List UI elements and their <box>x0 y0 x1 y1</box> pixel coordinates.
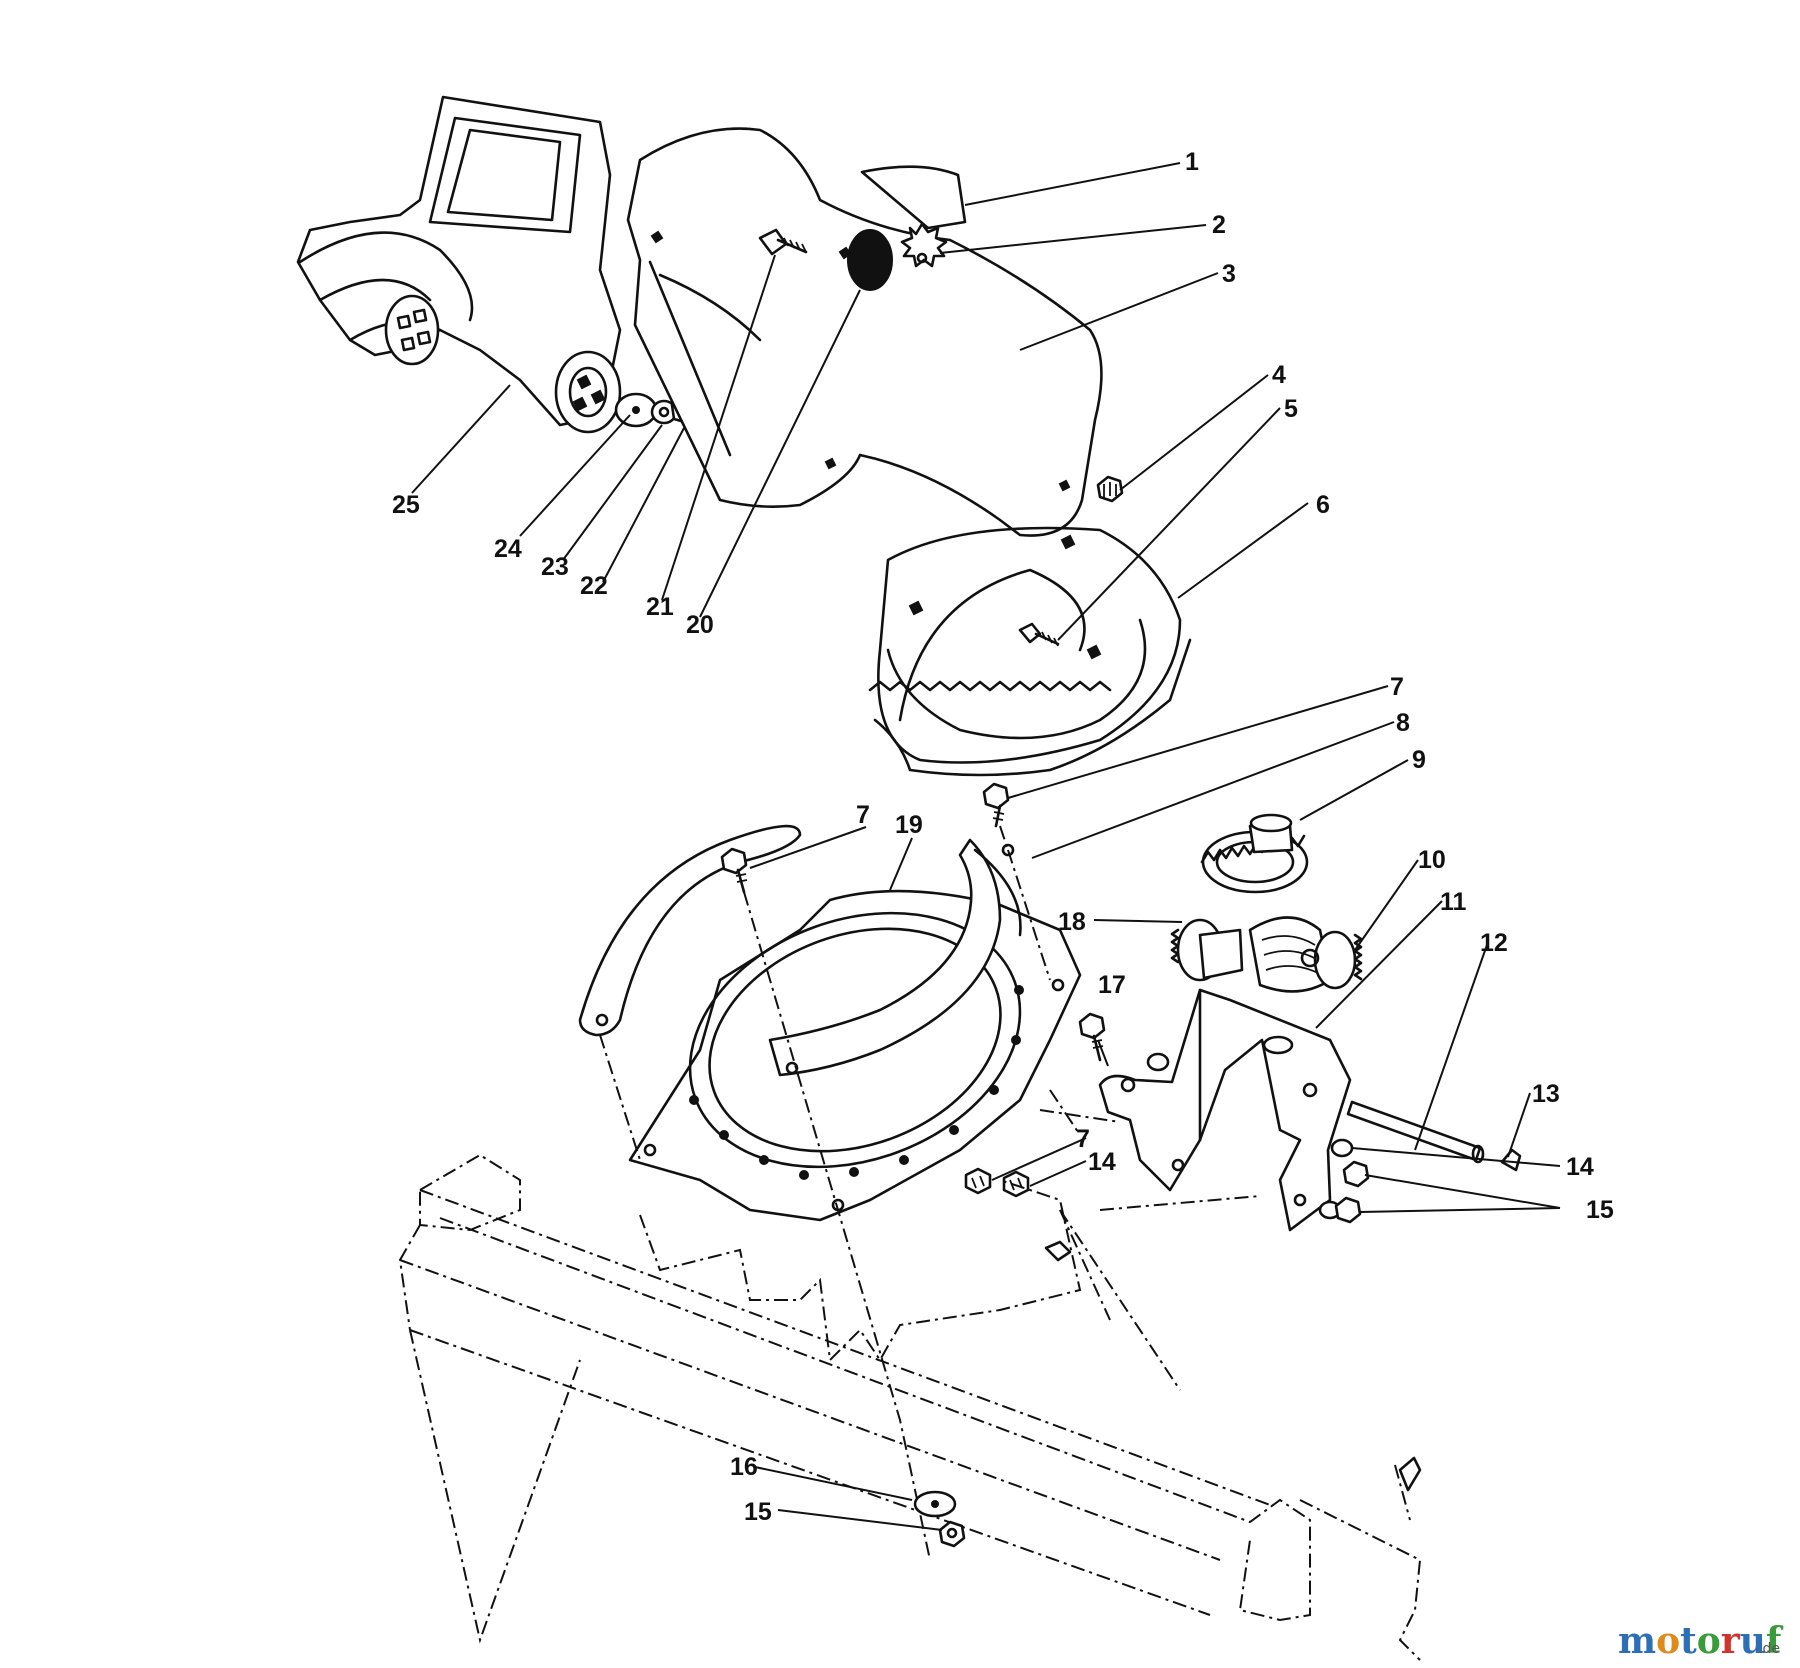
callout-7-top: 7 <box>1390 673 1404 701</box>
mounting-bracket-part-11 <box>1098 988 1352 1232</box>
star-washer-part-2 <box>900 222 948 268</box>
washer-part-16 <box>913 1490 957 1518</box>
callout-9: 9 <box>1412 746 1426 774</box>
logo-letter-u: u <box>1740 1620 1766 1662</box>
retainer-strap-left <box>578 824 802 1037</box>
svg-text:motoruf: motoruf <box>1618 1620 1784 1662</box>
washer-bracket <box>1146 1052 1170 1072</box>
callout-22: 22 <box>580 572 608 600</box>
nut-part-15-lower <box>1318 1196 1362 1224</box>
washer-part-14-right <box>1330 1138 1354 1158</box>
callout-7-left: 7 <box>856 801 870 829</box>
logo-letter-m: m <box>1618 1620 1656 1662</box>
callout-19: 19 <box>895 811 923 839</box>
callout-5: 5 <box>1284 395 1298 423</box>
nut-part-7-lower <box>964 1167 992 1195</box>
callout-25: 25 <box>392 491 420 519</box>
motoruf-logo: motoruf .de <box>1618 1620 1784 1662</box>
pinion-gear-part-18 <box>1170 918 1244 982</box>
logo-letter-f: f <box>1766 1620 1784 1662</box>
upper-chute-part-3 <box>626 127 1103 537</box>
callout-21: 21 <box>646 593 674 621</box>
callout-14-right: 14 <box>1566 1153 1594 1181</box>
callout-24: 24 <box>494 535 522 563</box>
callout-23: 23 <box>541 553 569 581</box>
callout-20: 20 <box>686 611 714 639</box>
callout-4: 4 <box>1272 361 1286 389</box>
bolt-part-17 <box>1078 1012 1106 1062</box>
nut-part-4 <box>1096 475 1124 503</box>
callout-14-left: 14 <box>1088 1148 1116 1176</box>
callout-10: 10 <box>1418 846 1446 874</box>
logo-letter-t: t <box>1680 1620 1697 1662</box>
callout-1: 1 <box>1185 148 1199 176</box>
chute-ring-gear-part-6 <box>868 526 1192 777</box>
callout-15-bottom: 15 <box>744 1498 772 1526</box>
callout-17: 17 <box>1098 971 1126 999</box>
callout-7-lower: 7 <box>1076 1125 1090 1153</box>
callout-15-right: 15 <box>1586 1196 1614 1224</box>
washer-part-14-left <box>1002 1170 1030 1198</box>
auger-housing-phantom <box>398 825 1422 1661</box>
callout-6: 6 <box>1316 491 1330 519</box>
logo-letter-r: r <box>1721 1620 1741 1662</box>
retainer-strap-right <box>768 838 1022 1077</box>
nut-part-15-bottom <box>938 1520 966 1548</box>
worm-gear-part-9 <box>1200 813 1309 894</box>
callout-11: 11 <box>1440 888 1467 916</box>
callout-18: 18 <box>1058 908 1086 936</box>
callout-2: 2 <box>1212 211 1226 239</box>
callout-13: 13 <box>1532 1080 1560 1108</box>
shaft-part-12 <box>1346 1100 1485 1164</box>
bolt-part-21 <box>758 228 808 256</box>
washer-part-24 <box>614 392 658 428</box>
callout-16: 16 <box>730 1453 758 1481</box>
deflector-flap-part-1 <box>860 165 967 230</box>
callout-12: 12 <box>1480 929 1508 957</box>
knob-part-20 <box>847 229 893 291</box>
logo-letter-o1: o <box>1656 1620 1680 1662</box>
worm-shaft-part-10 <box>1248 916 1363 993</box>
nut-part-15-upper <box>1342 1160 1370 1188</box>
callout-3: 3 <box>1222 260 1236 288</box>
chute-deflector-part-25 <box>296 95 622 434</box>
leader-lines <box>411 162 1561 1531</box>
callout-labels: 1 2 3 4 5 6 7 8 9 7 19 10 11 18 12 17 13… <box>392 148 1614 1526</box>
bolt-part-8 <box>982 782 1010 828</box>
callout-8: 8 <box>1396 709 1410 737</box>
logo-letter-o2: o <box>1697 1620 1721 1662</box>
bolt-part-7-left <box>720 847 748 894</box>
clip-part-13 <box>1500 1148 1522 1172</box>
logo-suffix: .de <box>1758 1641 1780 1657</box>
bolt-part-5 <box>1018 622 1060 647</box>
